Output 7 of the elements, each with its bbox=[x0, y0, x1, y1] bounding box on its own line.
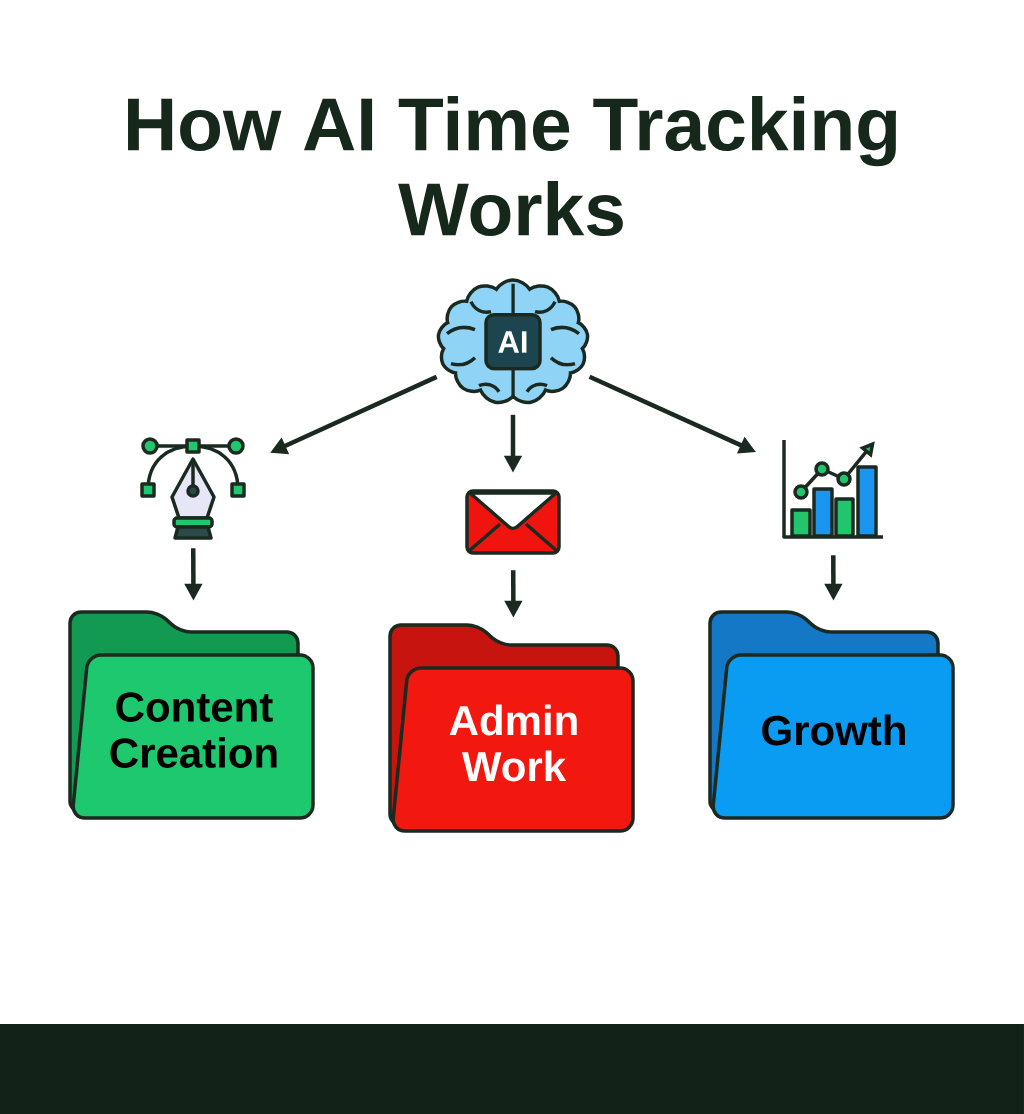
folder: Admin Work bbox=[388, 623, 635, 833]
envelope-icon bbox=[465, 489, 561, 555]
bar-chart-icon bbox=[782, 440, 883, 539]
title: How AI Time Tracking Works bbox=[128, 95, 896, 237]
pen-tool-icon bbox=[140, 437, 246, 540]
folder: Content Creation bbox=[68, 610, 315, 820]
folder: Growth bbox=[708, 610, 955, 820]
